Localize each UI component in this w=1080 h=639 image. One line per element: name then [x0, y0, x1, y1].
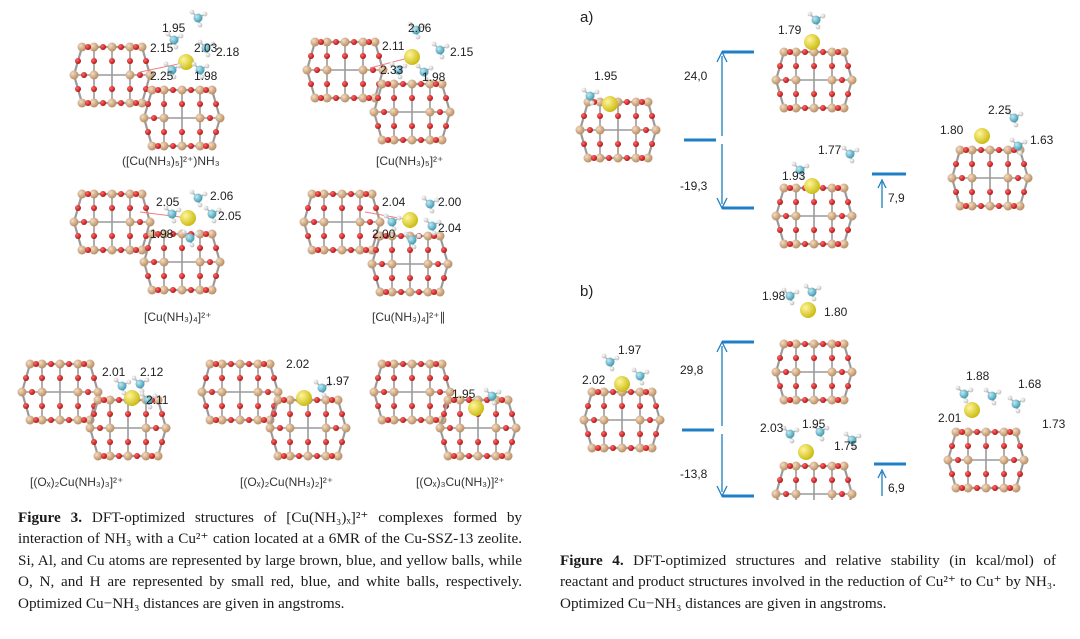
distance-label: 2.18 — [216, 45, 240, 59]
figures-canvas: 1.95 2.15 2.03 2.18 2.25 1.98 ([Cu(NH₃)₅… — [16, 8, 1066, 500]
fig4b-energy-diagram: 29,8 -13,8 6,9 — [680, 340, 906, 498]
distance-label: 1.97 — [618, 343, 642, 357]
distance-label: 1.93 — [782, 169, 806, 183]
distance-label: 2.04 — [438, 221, 462, 235]
distance-label: 1.80 — [824, 305, 848, 319]
structure-label: [(Oₓ)₃Cu(NH₃)]²⁺ — [416, 475, 505, 489]
energy-label: -13,8 — [680, 467, 708, 481]
distance-label: 2.11 — [382, 39, 405, 53]
distance-label: 2.00 — [372, 227, 396, 241]
distance-label: 2.12 — [140, 365, 164, 379]
fig4b-bottom-product: 2.03 1.95 1.75 — [760, 417, 863, 500]
fig4a-reactant: 1.95 — [574, 69, 662, 164]
fig3-structure-3: 2.05 2.06 2.05 1.98 [Cu(NH₃)₄]²⁺ — [68, 188, 242, 324]
fig3-structure-7: 1.95 [(Oₓ)₃Cu(NH₃)]²⁺ — [368, 358, 522, 489]
distance-label: 1.73 — [1042, 417, 1066, 431]
distance-label: 1.97 — [326, 374, 350, 388]
energy-label: 24,0 — [684, 69, 708, 83]
distance-label: 1.63 — [1030, 133, 1054, 147]
structure-label: [(Oₓ)₂Cu(NH₃)₂]²⁺ — [240, 475, 333, 489]
energy-label: 29,8 — [680, 363, 704, 377]
distance-label: 1.88 — [966, 369, 990, 383]
fig3-structure-4: 2.04 2.00 2.00 2.04 [Cu(NH₃)₄]²⁺∥ — [298, 188, 462, 324]
fig4a-right-product: 2.25 1.80 1.63 — [940, 103, 1054, 212]
energy-label: -19,3 — [680, 179, 708, 193]
fig3-structure-5: 2.01 2.12 2.11 [(Oₓ)₂Cu(NH₃)₃]²⁺ — [16, 358, 172, 489]
distance-label: 1.98 — [150, 227, 174, 241]
distance-label: 1.95 — [452, 387, 476, 401]
distance-label: 1.77 — [818, 143, 842, 157]
structure-label: [Cu(NH₃)₄]²⁺ — [144, 310, 211, 324]
distance-label: 2.06 — [408, 21, 432, 35]
distance-label: 1.79 — [778, 23, 802, 37]
distance-label: 1.75 — [834, 439, 858, 453]
distance-label: 1.95 — [802, 417, 826, 431]
fig4b-reactant: 1.97 2.02 — [578, 343, 666, 454]
figure3-caption: Figure 3. DFT-optimized structures of [C… — [18, 507, 522, 614]
distance-label: 2.06 — [210, 189, 234, 203]
distance-label: 1.98 — [194, 69, 218, 83]
fig3-structure-1: 1.95 2.15 2.03 2.18 2.25 1.98 ([Cu(NH₃)₅… — [68, 8, 240, 168]
energy-label: 6,9 — [888, 481, 905, 495]
distance-label: 1.80 — [940, 123, 964, 137]
fig4a-bottom-product: 1.77 1.93 — [770, 143, 861, 250]
distance-label: 2.04 — [382, 195, 406, 209]
distance-label: 2.25 — [150, 69, 174, 83]
fig4b-right-product: 1.88 2.01 1.68 1.73 — [938, 369, 1066, 494]
structure-label: [(Oₓ)₂Cu(NH₃)₃]²⁺ — [30, 475, 123, 489]
distance-label: 2.11 — [146, 393, 169, 407]
distance-label: 2.00 — [438, 195, 462, 209]
fig4a-energy-diagram: 24,0 -19,3 7,9 — [680, 50, 906, 210]
distance-label: 2.33 — [380, 63, 404, 77]
figure4-caption-text: DFT-optimized structures and relative st… — [560, 552, 1056, 612]
distance-label: 2.01 — [938, 411, 962, 425]
distance-label: 1.98 — [762, 289, 786, 303]
fig4b-top-product: 1.98 1.80 — [762, 282, 858, 406]
figure4-caption-label: Figure 4. — [560, 552, 624, 569]
structure-label: [Cu(NH₃)₄]²⁺∥ — [372, 310, 445, 324]
fig4a-top-product: 1.79 — [770, 10, 858, 114]
structure-label: ([Cu(NH₃)₅]²⁺)NH₃ — [122, 154, 220, 168]
distance-label: 1.95 — [594, 69, 618, 83]
energy-label: 7,9 — [888, 191, 905, 205]
panel-a-label: a) — [580, 9, 593, 26]
fig3-structure-6: 2.02 1.97 [(Oₓ)₂Cu(NH₃)₂]²⁺ — [196, 357, 352, 489]
structure-label: [Cu(NH₃)₅]²⁺ — [376, 154, 443, 168]
distance-label: 2.05 — [156, 195, 180, 209]
distance-label: 1.98 — [422, 70, 446, 84]
distance-label: 2.05 — [218, 209, 242, 223]
fig3-structure-2: 2.06 2.11 2.15 2.33 1.98 [Cu(NH₃)₅]²⁺ — [301, 20, 474, 168]
distance-label: 2.25 — [988, 103, 1012, 117]
figure3-caption-label: Figure 3. — [18, 509, 83, 526]
distance-label: 2.03 — [194, 41, 218, 55]
distance-label: 1.95 — [162, 21, 186, 35]
distance-label: 1.68 — [1018, 377, 1042, 391]
distance-label: 2.15 — [150, 41, 174, 55]
distance-label: 2.15 — [450, 45, 474, 59]
distance-label: 2.03 — [760, 421, 784, 435]
distance-label: 2.02 — [286, 357, 310, 371]
figure3-caption-text: DFT-optimized structures of [Cu(NH₃)ₓ]²⁺… — [18, 509, 523, 612]
figure4-caption: Figure 4. DFT-optimized structures and r… — [560, 550, 1056, 614]
distance-label: 2.01 — [102, 365, 126, 379]
distance-label: 2.02 — [582, 373, 606, 387]
panel-b-label: b) — [580, 283, 593, 300]
